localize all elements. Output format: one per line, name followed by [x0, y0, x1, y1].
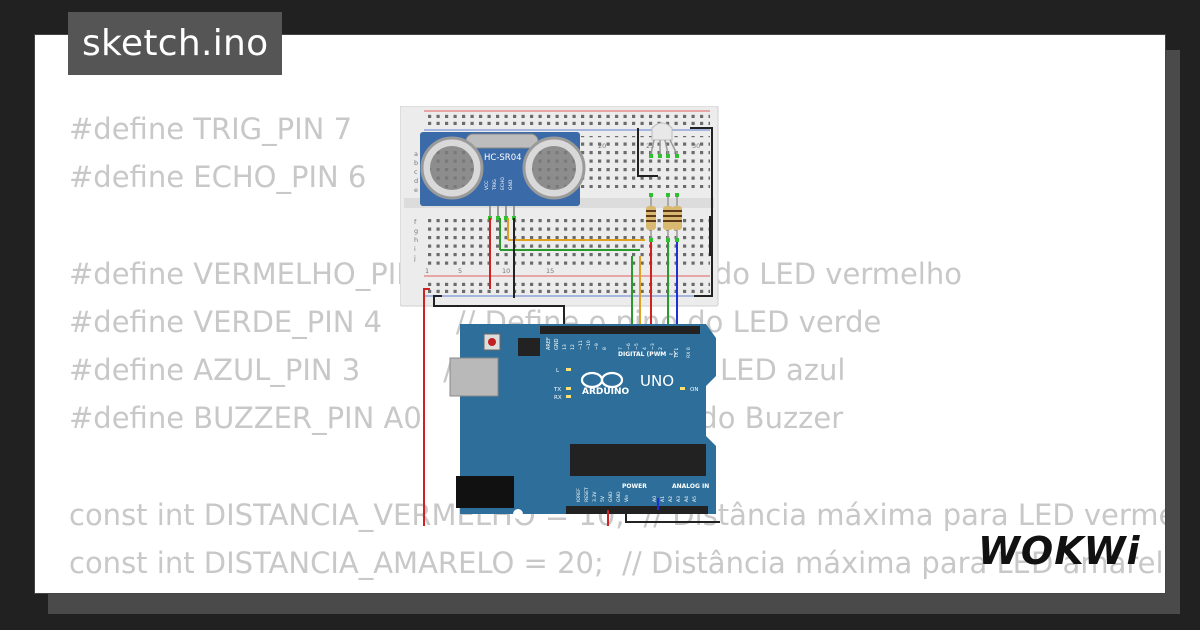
- bb-row-label: b: [414, 159, 418, 167]
- sensor-pin-label: ECHO: [500, 177, 506, 190]
- digital-pin-label: ~9: [594, 343, 600, 350]
- power-pin-label: 5V: [600, 495, 606, 502]
- digital-pin-label: 4: [642, 347, 648, 350]
- sensor-pin-label: VCC: [484, 181, 490, 190]
- digital-pin-label: TX 1: [674, 348, 680, 359]
- bb-row-label: h: [414, 236, 418, 244]
- power-pin-label: 3.3V: [592, 491, 598, 502]
- bb-row-label: i: [414, 245, 416, 253]
- bb-row-label: g: [414, 227, 418, 235]
- digital-pin-label: 2: [658, 347, 664, 350]
- sensor-label: HC-SR04: [484, 153, 522, 163]
- power-pin-label: IOREF: [576, 488, 582, 502]
- digital-pin-label: ~3: [650, 343, 656, 350]
- bb-row-label: j: [413, 254, 416, 262]
- bb-col-label: 5: [458, 267, 462, 275]
- analog-header-label: ANALOG IN: [672, 483, 709, 490]
- wokwi-logo: WOKWi: [978, 529, 1141, 573]
- bb-row-label: c: [414, 168, 418, 176]
- rgb-led[interactable]: [649, 122, 679, 158]
- digital-pin-label: 8: [602, 347, 608, 350]
- board-brand: ARDUINO: [582, 387, 630, 397]
- breadboard-wires: [489, 127, 713, 298]
- power-pin-label: GND: [616, 491, 622, 502]
- resistors[interactable]: [646, 193, 682, 242]
- arduino-uno-board[interactable]: ARDUINO UNO DIGITAL (PWM ~) ANALOG IN PO…: [449, 324, 716, 519]
- power-pin-label: Vin: [624, 495, 630, 502]
- power-pin-label: GND: [608, 491, 614, 502]
- gnd-pin-label: GND: [554, 338, 560, 350]
- analog-pin-label: A1: [660, 496, 666, 502]
- arduino-wires: [423, 242, 678, 526]
- analog-pin-label: A5: [692, 496, 698, 502]
- analog-pin-label: A4: [684, 496, 690, 502]
- digital-header-label: DIGITAL (PWM ~): [618, 351, 676, 358]
- bb-row-label: f: [414, 218, 417, 226]
- tx-led-label: TX: [553, 387, 561, 393]
- bb-col-label: 15: [546, 267, 554, 275]
- digital-pin-label: 7: [618, 347, 624, 350]
- bb-col-label: 25: [646, 142, 654, 150]
- bb-row-label: e: [414, 186, 418, 194]
- power-pin-label: RESET: [584, 487, 590, 502]
- power-header-label: POWER: [622, 483, 647, 490]
- rx-led-label: RX: [554, 395, 562, 401]
- bb-row-label: a: [414, 150, 418, 158]
- bb-col-label: 10: [502, 267, 510, 275]
- digital-pin-label: 13: [562, 344, 568, 350]
- sensor-pin-label: TRIG: [492, 179, 498, 191]
- bb-col-label: 20: [598, 142, 606, 150]
- arduino-logo-icon: [580, 371, 624, 389]
- digital-pin-label: 12: [570, 344, 576, 350]
- bb-row-label: d: [414, 177, 418, 185]
- ultrasonic-sensor[interactable]: HC-SR04 VCC TRIG ECHO GND: [420, 132, 586, 220]
- bb-col-label: 30: [692, 142, 700, 150]
- code-line: const int DISTANCIA_AMARELO = 20; // Dis…: [69, 545, 1166, 580]
- board-model: UNO: [640, 372, 674, 390]
- analog-pin-label: A3: [676, 496, 682, 502]
- aref-pin-label: AREF: [546, 337, 552, 350]
- logo-text: WOKWi: [978, 529, 1141, 573]
- file-tab[interactable]: sketch.ino: [68, 12, 283, 75]
- analog-pin-label: A0: [652, 496, 658, 502]
- digital-pin-label: ~11: [578, 340, 584, 350]
- l-led-label: L: [556, 368, 560, 374]
- analog-pin-label: A2: [668, 496, 674, 502]
- digital-pin-label: ~10: [586, 340, 592, 350]
- power-wires: [607, 498, 720, 526]
- bb-col-label: 1: [425, 267, 429, 275]
- sensor-pin-label: GND: [508, 179, 514, 190]
- digital-pin-label: ~6: [626, 343, 632, 350]
- digital-pin-label: RX 0: [686, 347, 692, 358]
- digital-pin-label: ~5: [634, 343, 640, 350]
- on-led-label: ON: [690, 387, 698, 393]
- circuit-diagram: a b c d e f g h i j 1 5 10 15 20 25 30 H…: [400, 106, 720, 526]
